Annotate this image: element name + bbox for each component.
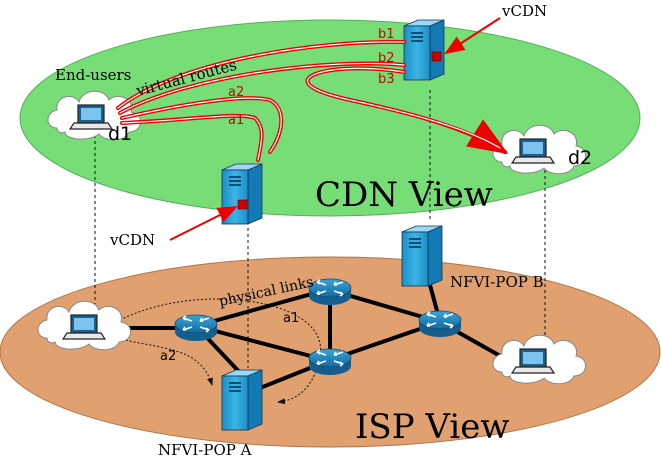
nfvi-pop-a-label: NFVI-POP A: [158, 441, 252, 459]
nfvi-pop-b-label: NFVI-POP B: [450, 273, 544, 291]
physical-a1-label: a1: [283, 311, 299, 326]
server-icon: [403, 19, 445, 81]
d2-label: d2: [568, 147, 592, 169]
cdn-layer: [19, 19, 641, 217]
physical-a2-label: a2: [160, 349, 176, 364]
cdn-view-title: CDN View: [315, 175, 493, 215]
virtual-routes: [116, 39, 509, 162]
vcdn-pointer-arrow: [444, 17, 501, 55]
vcdn-pointer-arrow: [169, 206, 238, 241]
d1-label: d1: [108, 123, 132, 145]
vcdn-cache-marker: [431, 51, 442, 62]
router-icon: [308, 348, 352, 376]
vcdn-left-label: vCDN: [109, 231, 155, 249]
router-icon: [308, 278, 352, 306]
route-b2-label: b2: [378, 51, 395, 66]
vcdn-top-label: vCDN: [501, 2, 547, 20]
router-icon: [174, 314, 218, 342]
server-icon: [401, 225, 443, 287]
server-icon: [221, 369, 263, 431]
route-a1-label: a1: [228, 113, 244, 128]
physical-path-arrows: [117, 298, 321, 405]
mapping-lines: [94, 90, 546, 368]
vcdn-cache-marker: [237, 199, 248, 210]
server-icon: [221, 163, 263, 225]
isp-view-title: ISP View: [355, 407, 509, 447]
route-b1-label: b1: [378, 27, 395, 42]
router-icon: [418, 310, 462, 338]
route-b3-label: b3: [378, 72, 395, 87]
route-a2-label: a2: [228, 85, 244, 100]
end-users-label: End-users: [55, 66, 131, 84]
